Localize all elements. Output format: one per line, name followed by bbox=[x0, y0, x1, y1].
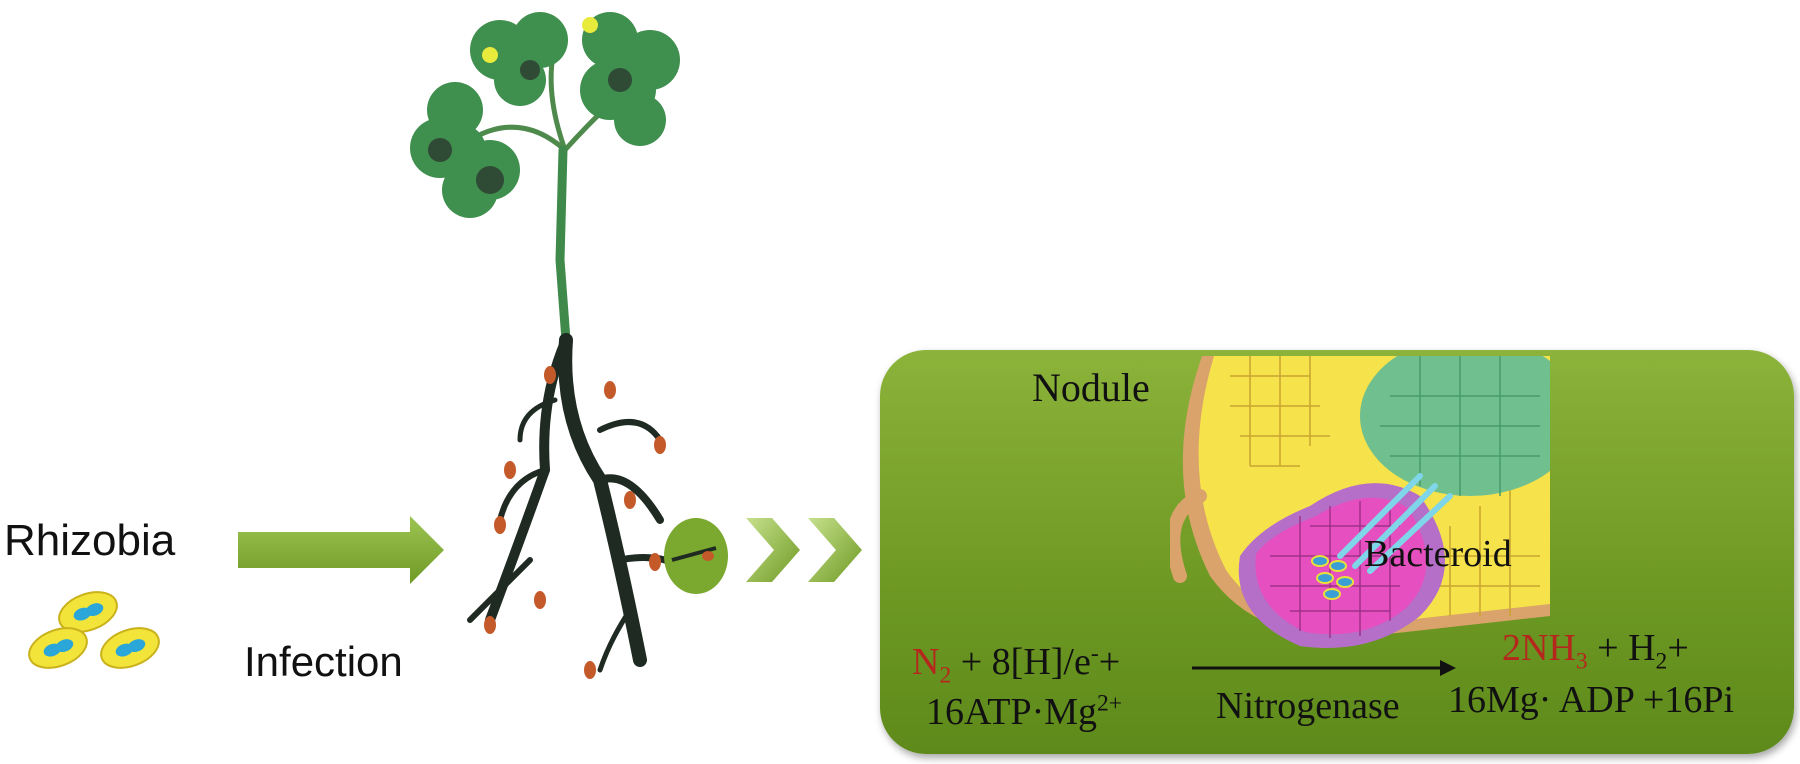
reaction-arrow bbox=[1192, 660, 1456, 676]
enzyme-label: Nitrogenase bbox=[1216, 685, 1400, 727]
equation-reactants-line2: 16ATP·Mg2+ bbox=[926, 690, 1123, 733]
rhizobia-bacteria-icon bbox=[28, 591, 160, 669]
product-nh3: 2NH3 bbox=[1502, 627, 1588, 675]
equation-products-line1: 2NH3 + H2+ bbox=[1502, 627, 1689, 675]
nodule-cross-section-icon bbox=[1170, 356, 1550, 648]
rhizobia-label: Rhizobia bbox=[4, 516, 176, 565]
nodule-zoom-icon bbox=[664, 518, 728, 594]
plant-roots bbox=[467, 333, 704, 673]
reactant-n2: N2 bbox=[912, 641, 952, 689]
equation-products-line2: 16Mg· ADP +16Pi bbox=[1448, 679, 1735, 721]
bacteroid-label: Bacteroid bbox=[1364, 533, 1512, 575]
infection-arrow bbox=[238, 516, 444, 584]
chevron-right-icon bbox=[746, 518, 862, 582]
infection-label: Infection bbox=[244, 638, 403, 685]
plant-stem bbox=[555, 145, 571, 345]
bacteroid-cluster-icon bbox=[1311, 555, 1354, 600]
nodule-label: Nodule bbox=[1032, 365, 1150, 410]
equation-reactants-line1: N2 + 8[H]/e-+ bbox=[912, 640, 1121, 689]
root-nodules-icon bbox=[484, 366, 666, 679]
plant-leaves-icon bbox=[410, 12, 680, 218]
